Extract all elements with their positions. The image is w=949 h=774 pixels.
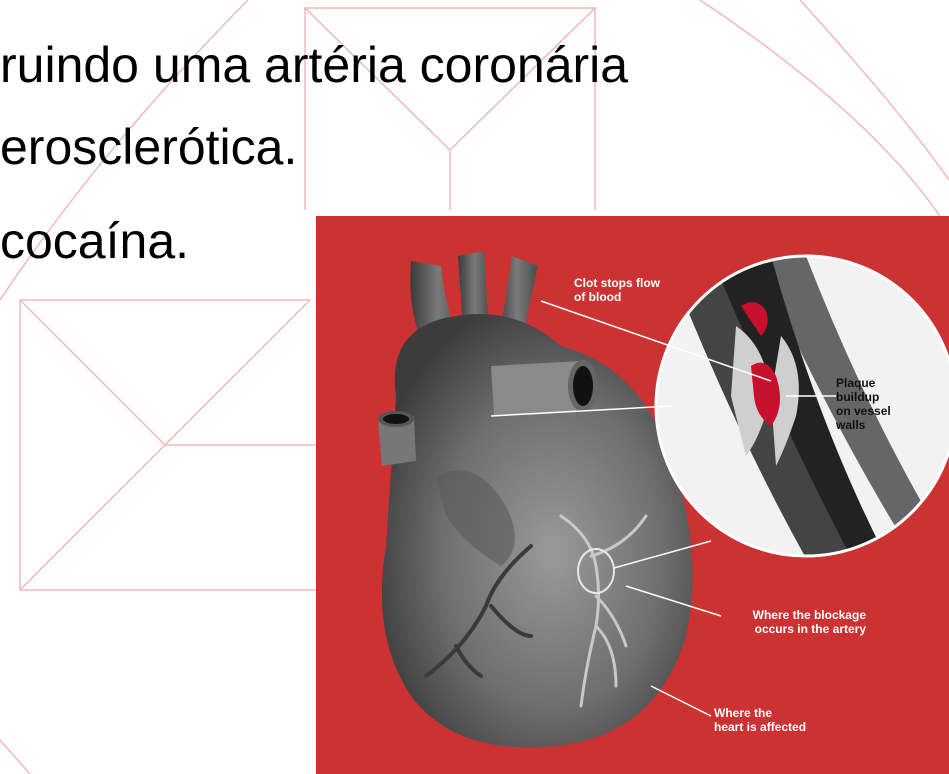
label-plaque: Plaque buildup on vessel walls (836, 376, 891, 432)
heart-illustration-graphic (378, 251, 949, 748)
label-blockage: Where the blockage occurs in the artery (752, 608, 866, 636)
slide-text-line-2: erosclerótica. (0, 119, 298, 175)
slide-text-line-3: cocaína. (0, 213, 190, 269)
label-affected: Where the heart is affected (714, 706, 807, 734)
slide-text-line-1: ruindo uma artéria coronária (0, 37, 629, 93)
label-clot: Clot stops flow of blood (574, 276, 660, 304)
heart-artery-illustration: Clot stops flow of blood Plaque buildup … (316, 216, 949, 774)
